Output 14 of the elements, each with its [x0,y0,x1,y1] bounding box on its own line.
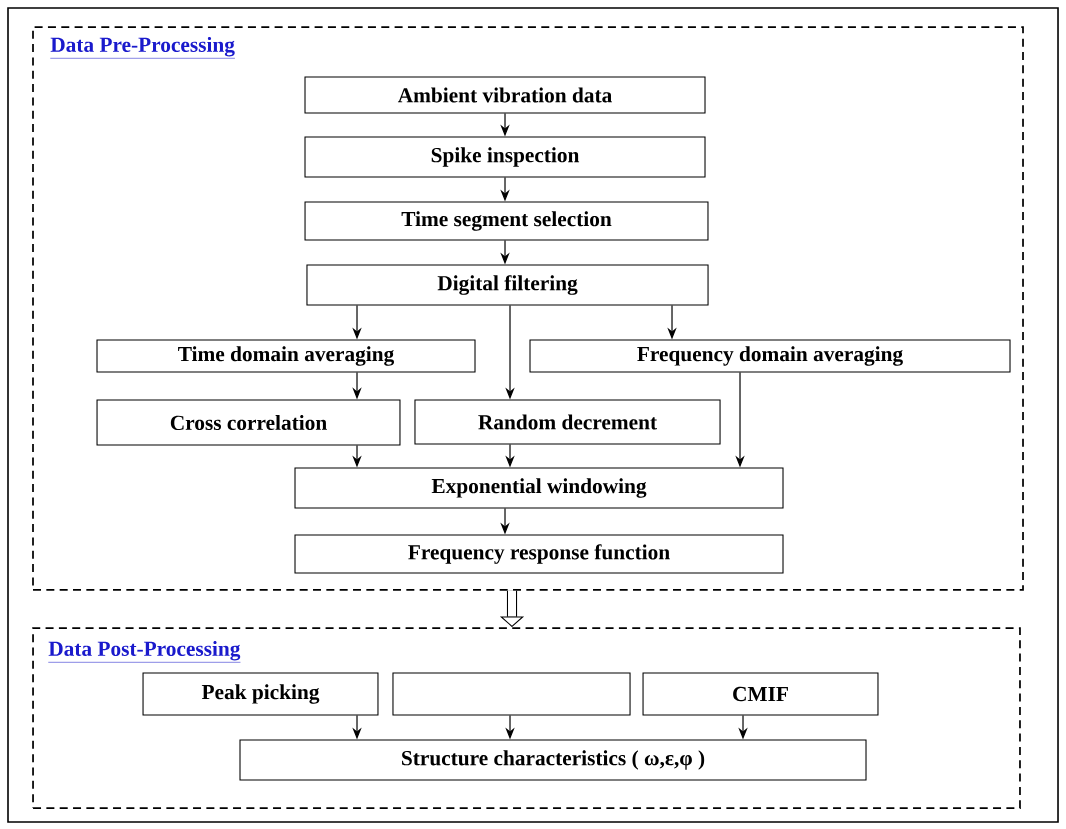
empty-box [392,672,631,716]
process-box: Ambient vibration data [304,76,706,114]
process-box: Digital filtering [306,264,709,306]
process-box: CMIF [642,672,879,716]
process-box: Time domain averaging [96,339,476,373]
process-box: Peak picking [142,672,379,716]
process-box: Time segment selection [304,201,709,241]
process-box: Exponential windowing [294,467,784,509]
process-box: Spike inspection [304,136,706,178]
process-box: Random decrement [414,399,721,445]
process-box: Frequency domain averaging [529,339,1011,373]
process-box: Cross correlation [96,399,401,446]
process-box: Frequency response function [294,534,784,574]
process-box: Structure characteristics ( ω,ε,φ ) [239,739,867,781]
